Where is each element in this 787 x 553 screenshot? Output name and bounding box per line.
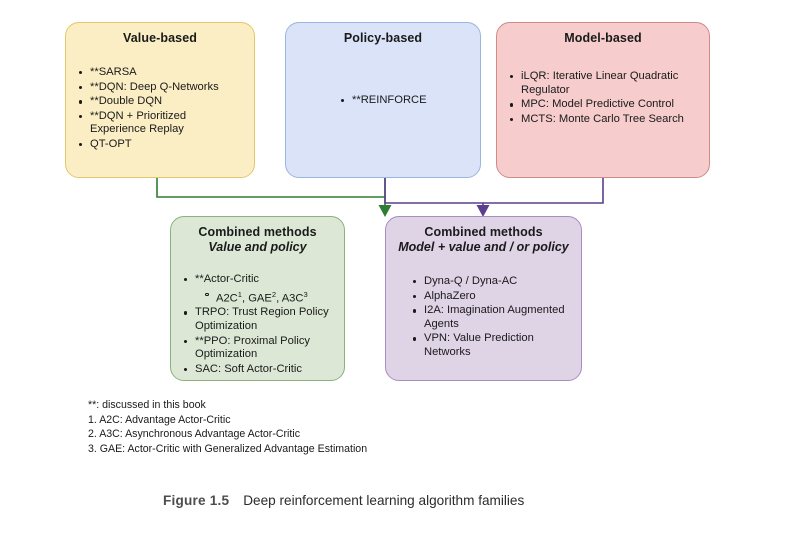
list-item: MPC: Model Predictive Control <box>507 98 699 112</box>
variant-a3c: A3C <box>281 292 304 305</box>
footnote-3: 3. GAE: Actor-Critic with Generalized Ad… <box>88 442 368 455</box>
list-item: **DQN: Deep Q-Networks <box>76 81 244 95</box>
node-policy-based-title: Policy-based <box>343 31 423 45</box>
node-combined-model-title: Combined methods <box>424 225 543 239</box>
node-value-based[interactable]: Value-based **SARSA **DQN: Deep Q-Networ… <box>65 22 255 178</box>
list-item: SAC: Soft Actor-Critic <box>181 363 334 377</box>
node-value-based-list: **SARSA **DQN: Deep Q-Networks **Double … <box>76 66 244 152</box>
list-item: iLQR: Iterative Linear Quadratic Regulat… <box>507 70 699 97</box>
node-combined-value-policy-list: **Actor-Critic A2C1, GAE2, A3C3 TRPO: Tr… <box>181 273 334 376</box>
variant-separator: , <box>242 292 249 305</box>
node-model-based-list: iLQR: Iterative Linear Quadratic Regulat… <box>507 70 699 126</box>
list-item-variants: A2C1, GAE2, A3C3 <box>203 288 334 306</box>
node-policy-based[interactable]: Policy-based **REINFORCE <box>285 22 481 178</box>
list-item: **Actor-Critic <box>181 273 334 287</box>
footnote-legend: **: discussed in this book <box>88 399 206 411</box>
variant-a2c: A2C <box>216 292 238 305</box>
green-arrowhead <box>378 205 392 217</box>
list-item: **REINFORCE <box>338 94 470 108</box>
node-combined-model[interactable]: Combined methods Model + value and / or … <box>385 216 582 381</box>
node-combined-model-list: Dyna-Q / Dyna-AC AlphaZero I2A: Imaginat… <box>396 275 571 360</box>
node-model-based-title: Model-based <box>564 31 642 45</box>
list-item: TRPO: Trust Region Policy Optimization <box>181 306 334 333</box>
green-connector <box>156 178 386 205</box>
list-item: **DQN + Prioritized Experience Replay <box>76 110 244 137</box>
variant-gae: GAE <box>248 292 272 305</box>
figure-caption-text: Deep reinforcement learning algorithm fa… <box>243 493 525 508</box>
variant-gae-footnote-ref: 2 <box>271 289 277 299</box>
variant-a3c-footnote-ref: 3 <box>303 289 308 299</box>
footnote-1: 1. A2C: Advantage Actor-Critic <box>88 413 231 426</box>
node-policy-based-list: **REINFORCE <box>296 94 470 108</box>
list-item: **SARSA <box>76 66 244 80</box>
list-item: Dyna-Q / Dyna-AC <box>410 275 571 289</box>
variant-a2c-footnote-ref: 1 <box>237 289 242 299</box>
node-model-based[interactable]: Model-based iLQR: Iterative Linear Quadr… <box>496 22 710 178</box>
list-item: VPN: Value Prediction Networks <box>410 332 571 359</box>
list-item: **Double DQN <box>76 95 244 109</box>
list-item: AlphaZero <box>410 290 571 304</box>
list-item: **PPO: Proximal Policy Optimization <box>181 335 334 362</box>
node-value-based-title: Value-based <box>122 31 198 45</box>
node-combined-model-subtitle: Model + value and / or policy <box>398 240 569 254</box>
node-combined-value-policy[interactable]: Combined methods Value and policy **Acto… <box>170 216 345 381</box>
purple-connector <box>384 178 604 205</box>
node-combined-value-policy-subtitle: Value and policy <box>208 240 307 254</box>
list-item: QT-OPT <box>76 138 244 152</box>
footnote-2: 2. A3C: Asynchronous Advantage Actor-Cri… <box>88 428 300 441</box>
footnotes: **: discussed in this book 1. A2C: Advan… <box>88 398 367 456</box>
figure-caption-label: Figure 1.5 <box>163 493 230 508</box>
list-item: MCTS: Monte Carlo Tree Search <box>507 113 699 127</box>
node-combined-value-policy-sublist: A2C1, GAE2, A3C3 <box>181 288 334 306</box>
figure-caption: Figure 1.5 Deep reinforcement learning al… <box>163 492 524 510</box>
node-combined-value-policy-title: Combined methods <box>198 225 317 239</box>
variant-separator: , <box>276 292 282 305</box>
list-item: I2A: Imagination Augmented Agents <box>410 304 571 331</box>
